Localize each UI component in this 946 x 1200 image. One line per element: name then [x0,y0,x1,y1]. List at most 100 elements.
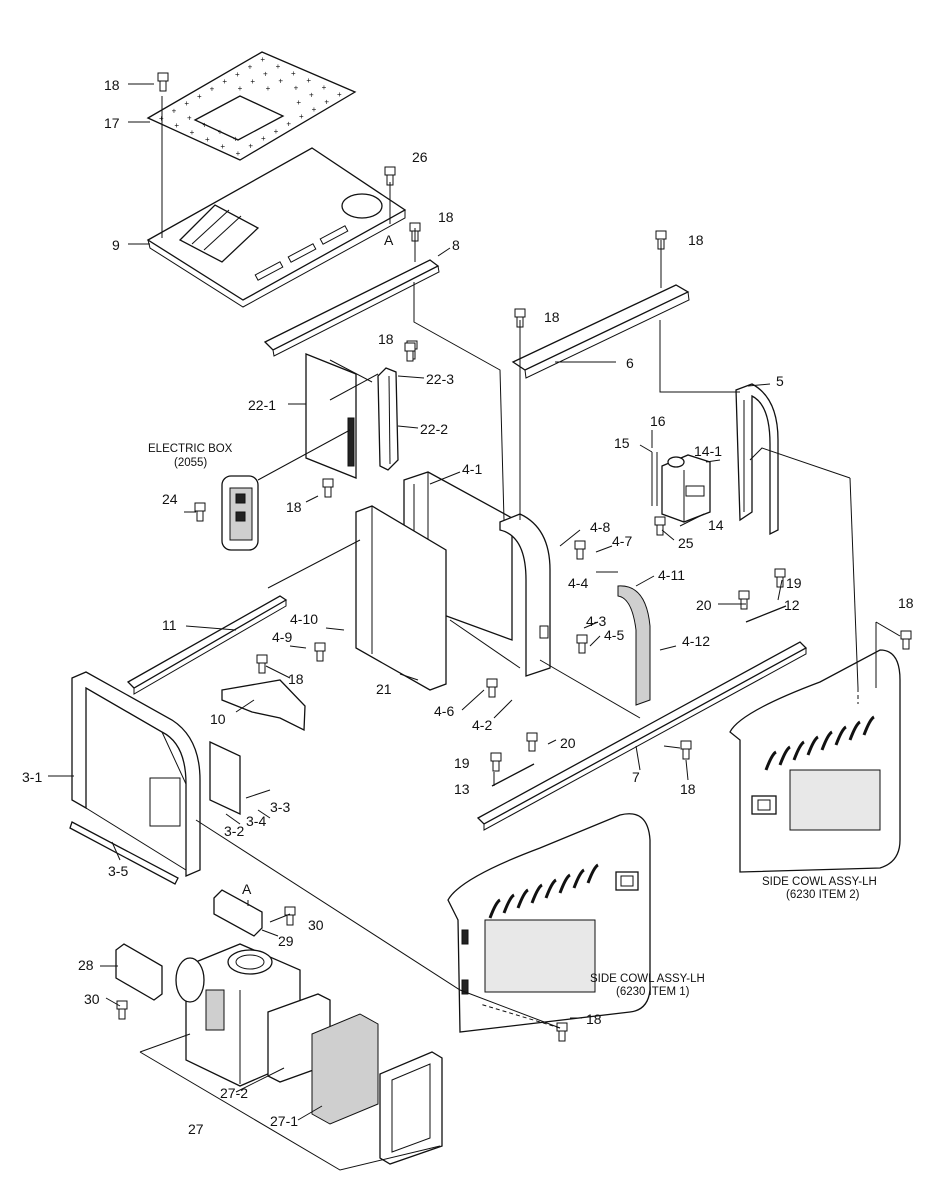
bolt-icon [576,634,588,654]
perforation-hole: + [238,84,243,93]
label-25: 25 [678,535,694,551]
perforation-hole: + [222,77,227,86]
label-18: 18 [586,1011,602,1027]
perforation-hole: + [187,114,192,123]
bolt-icon [486,678,498,698]
label-18: 18 [288,671,304,687]
part-3-5-strip [69,821,179,885]
part-27-air-cleaner [175,943,443,1165]
perforation-hole: + [324,98,329,107]
leader-lines [48,83,901,1171]
bolt-icon [654,516,666,536]
label-18: 18 [104,77,120,93]
label-18: 18 [286,499,302,515]
label-17: 17 [104,115,120,131]
bolt-icon [774,568,786,588]
perforation-hole: + [190,128,195,137]
label-6: 6 [626,355,634,371]
vent-slot [792,740,805,761]
part-24-electric-box [221,475,259,551]
label-22-1: 22-1 [248,397,276,413]
part-3-1-frame [71,671,201,877]
part-29-bracket [213,889,263,937]
bolt-icon [900,630,912,650]
label-16: 16 [650,413,666,429]
label-27: 27 [188,1121,204,1137]
caption-electric-box: ELECTRIC BOX [148,443,233,455]
vent-slot [834,725,847,746]
part-27-1-element [311,1013,379,1125]
perforation-hole: + [205,135,210,144]
bolt-icon [322,478,334,498]
label-11: 11 [162,617,177,633]
label-22-2: 22-2 [420,421,448,437]
label-4-1: 4-1 [462,461,482,477]
label-4-5: 4-5 [604,627,624,643]
caption-side-cowl-item-1-ref: (6230 ITEM 1) [616,986,690,998]
part-12-rod [745,605,787,623]
captions: ELECTRIC BOX (2055) SIDE COWL ASSY-LH (6… [148,443,877,998]
label-5: 5 [776,373,784,389]
label-30: 30 [308,917,324,933]
label-27-1: 27-1 [270,1113,298,1129]
label-18: 18 [688,232,704,248]
perforation-hole: + [261,134,266,143]
label-3-2: 3-2 [224,823,244,839]
label-A: A [384,232,394,248]
bolt-icon [157,72,169,92]
label-28: 28 [78,957,94,973]
bolt-icon [526,732,538,752]
part-4-11-curved-strip [617,585,651,706]
part-9-base-plate [146,147,407,308]
vent-slot [778,745,791,766]
perforation-hole: + [286,120,291,129]
label-3-5: 3-5 [108,863,128,879]
label-20: 20 [560,735,576,751]
label-18: 18 [680,781,696,797]
part-17-perforated-plate: ++++++++++++++++++++++++++++++++++++++ [146,51,357,161]
bolt-icon [404,342,416,362]
label-18: 18 [438,209,454,225]
label-21: 21 [376,681,392,697]
label-9: 9 [112,237,120,253]
part-5-side-frame [735,383,779,536]
label-4-6: 4-6 [434,703,454,719]
bolt-icon [680,740,692,760]
part-22-electric-panel [305,353,399,479]
part-3-2-cover [209,740,241,816]
caption-side-cowl-item-2-ref: (6230 ITEM 2) [786,889,860,901]
label-19: 19 [786,575,802,591]
perforation-hole: + [306,76,311,85]
bolt-icon [314,642,326,662]
vent-slot [862,715,875,736]
bolt-icon [738,590,750,610]
vent-slot [530,883,543,904]
perforation-hole: + [174,121,179,130]
bolt-icon [556,1022,568,1042]
label-14: 14 [708,517,724,533]
perforation-hole: + [299,112,304,121]
side-cowl-item-1 [447,813,651,1033]
perforation-hole: + [322,83,327,92]
part-14-tank [651,452,711,523]
label-20: 20 [696,597,712,613]
label-24: 24 [162,491,178,507]
bolt-icon [256,654,268,674]
label-A: A [242,881,252,897]
vent-slot [806,735,819,756]
perforation-hole: + [263,70,268,79]
perforation-hole: + [266,84,271,93]
perforation-hole: + [294,84,299,93]
label-3-3: 3-3 [270,799,290,815]
label-10: 10 [210,711,226,727]
part-28-bracket [115,943,163,1001]
label-4-12: 4-12 [682,633,710,649]
bolt-icon [284,906,296,926]
vent-slot [820,730,833,751]
perforation-hole: + [276,62,281,71]
vent-slot [544,878,557,899]
vent-slot [558,873,571,894]
perforation-hole: + [248,142,253,151]
vent-slot [488,898,501,919]
